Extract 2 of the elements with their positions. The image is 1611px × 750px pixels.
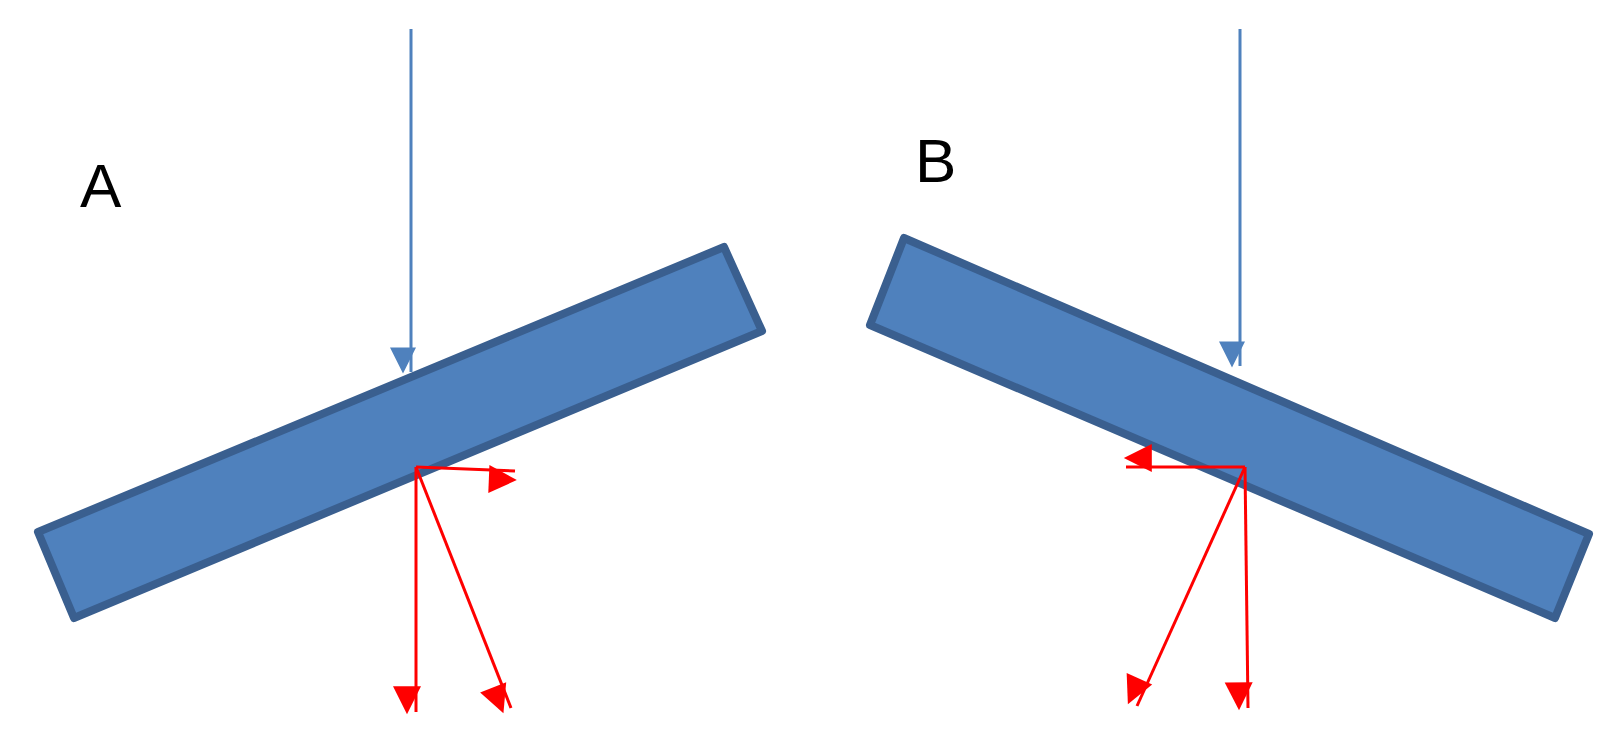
panel-label: A — [80, 155, 122, 217]
panel-label: B — [915, 130, 957, 192]
